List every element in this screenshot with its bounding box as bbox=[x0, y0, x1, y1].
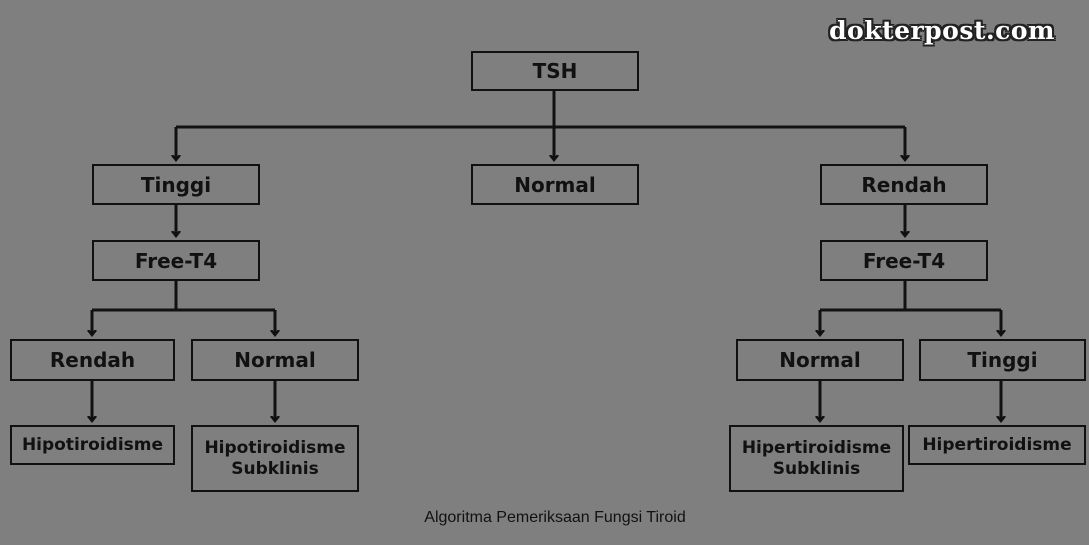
node-tinggi: Tinggi bbox=[92, 164, 260, 205]
node-tsh: TSH bbox=[471, 51, 639, 91]
diagram-caption: Algoritma Pemeriksaan Fungsi Tiroid bbox=[424, 509, 686, 526]
node-normal-left: Normal bbox=[191, 339, 359, 381]
node-hipotiroidisme-subklinis: Hipotiroidisme Subklinis bbox=[191, 425, 359, 492]
node-hipertiroidisme: Hipertiroidisme bbox=[908, 425, 1086, 465]
node-hipotiroidisme: Hipotiroidisme bbox=[10, 425, 175, 465]
node-hipertiroidisme-subklinis: Hipertiroidisme Subklinis bbox=[729, 425, 904, 492]
node-rendah-left: Rendah bbox=[10, 339, 175, 381]
node-tinggi-right: Tinggi bbox=[919, 339, 1086, 381]
node-rendah: Rendah bbox=[820, 164, 988, 205]
node-normal-right: Normal bbox=[736, 339, 904, 381]
node-normal-mid: Normal bbox=[471, 164, 639, 205]
node-free-t4-left: Free-T4 bbox=[92, 240, 260, 281]
watermark-logo: dokterpost.com bbox=[829, 16, 1055, 45]
node-free-t4-right: Free-T4 bbox=[820, 240, 988, 281]
